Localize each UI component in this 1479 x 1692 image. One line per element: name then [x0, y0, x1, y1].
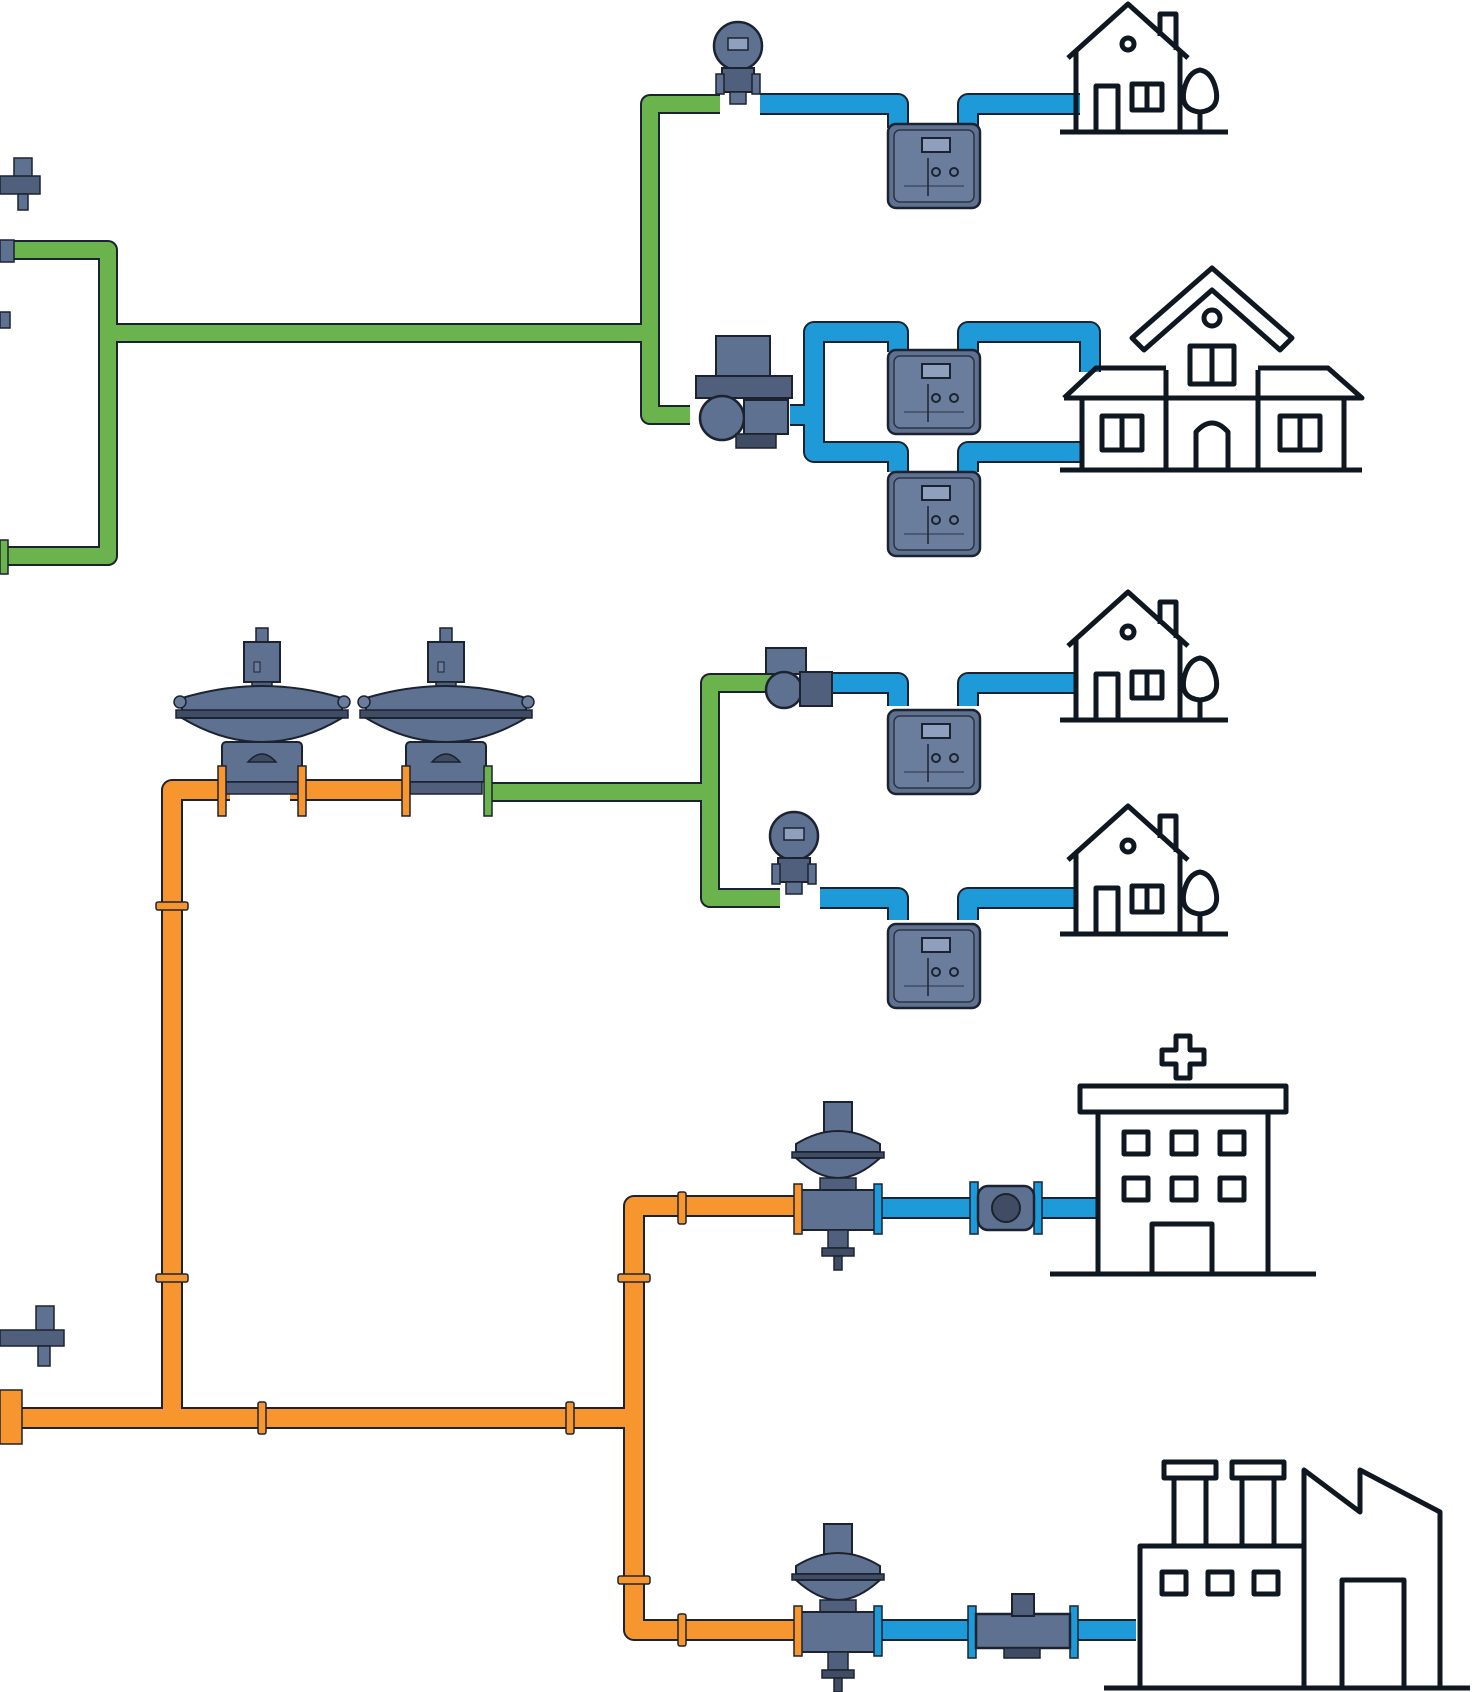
- valve-icon: [0, 239, 15, 263]
- meter-large-house-b: [886, 470, 982, 558]
- meter-factory: [967, 1593, 1079, 1659]
- low-pressure-pipes-upper: [0, 94, 720, 566]
- left-edge-equipment: [0, 157, 65, 1445]
- regulator-hospital: [791, 1101, 885, 1271]
- large-house-icon: [1060, 265, 1365, 473]
- meter-large-house-a: [886, 348, 982, 436]
- factory-icon: [1104, 1459, 1470, 1691]
- meter-house-1: [886, 122, 982, 210]
- hospital-icon: [1050, 1033, 1316, 1277]
- house-icon: [1060, 806, 1228, 934]
- regulator-house-1: [712, 20, 764, 106]
- meter-hospital: [969, 1181, 1043, 1235]
- medium-pressure-pipes: [0, 779, 800, 1641]
- regulator-large-house: [695, 335, 793, 449]
- regulator-house-3: [768, 810, 820, 896]
- house-icon: [1060, 592, 1228, 720]
- service-pipes: [760, 93, 1136, 1641]
- regulator-station-2: [357, 627, 535, 817]
- pipe-flanges: [155, 901, 687, 1647]
- regulator-icon: [0, 1305, 65, 1367]
- regulator-house-2: [764, 647, 833, 710]
- regulator-station-1: [173, 627, 351, 817]
- house-icon: [1060, 4, 1228, 132]
- low-pressure-pipes-middle: [486, 673, 780, 908]
- meter-house-2: [886, 708, 982, 796]
- meter-house-3: [886, 922, 982, 1010]
- regulator-factory: [791, 1523, 885, 1692]
- regulator-icon: [0, 157, 41, 211]
